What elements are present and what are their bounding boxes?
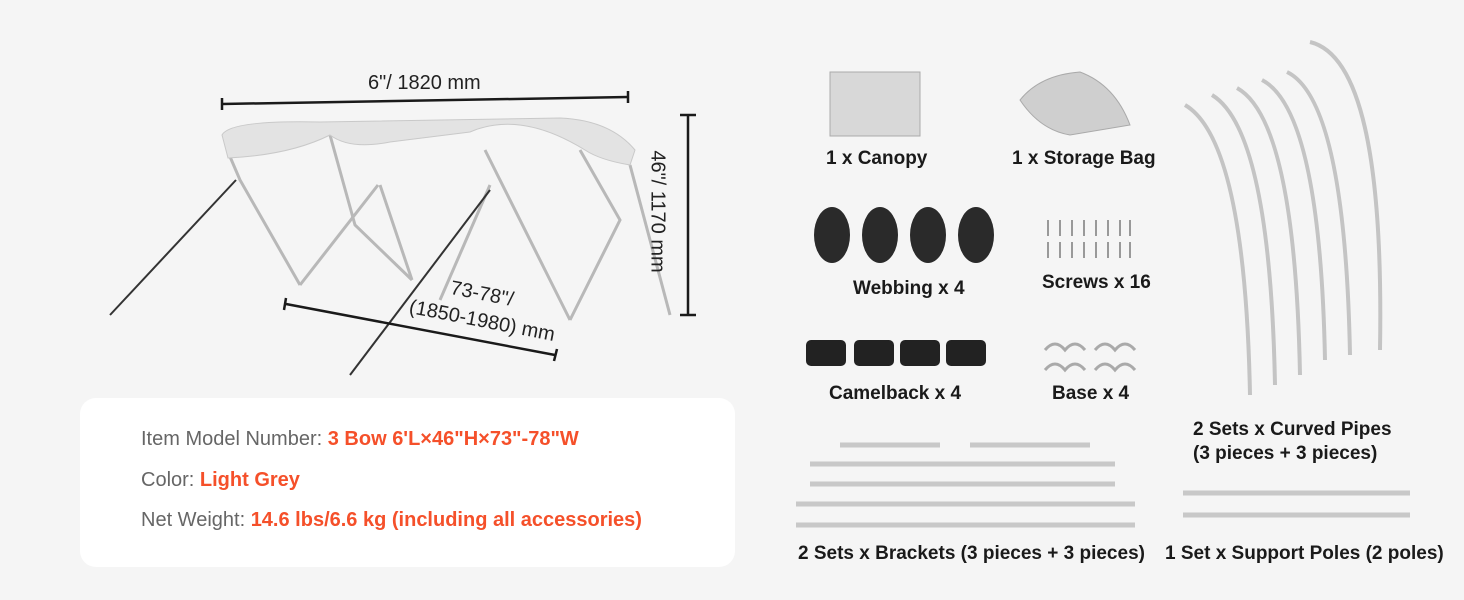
curved-pipes-label: 2 Sets x Curved Pipes xyxy=(1193,419,1392,440)
curved-pipes-sublabel: (3 pieces + 3 pieces) xyxy=(1193,443,1378,464)
spec-value: 14.6 lbs/6.6 kg (including all accessori… xyxy=(250,509,642,531)
spec-color: Color: Light Grey xyxy=(141,469,300,492)
base-label: Base x 4 xyxy=(1052,383,1130,404)
screws-label: Screws x 16 xyxy=(1042,272,1151,293)
storage-bag-label: 1 x Storage Bag xyxy=(1012,148,1156,169)
spec-value: 3 Bow 6'L×46"H×73"-78"W xyxy=(327,428,579,450)
spec-label: Item Model Number: xyxy=(141,428,328,450)
spec-model: Item Model Number: 3 Bow 6'L×46"H×73"-78… xyxy=(141,428,579,451)
camelback-label: Camelback x 4 xyxy=(829,383,962,404)
spec-value: Light Grey xyxy=(199,469,300,491)
spec-label: Net Weight: xyxy=(141,509,251,531)
webbing-label: Webbing x 4 xyxy=(853,278,965,299)
height-dimension: 46"/ 1170 mm xyxy=(646,150,669,273)
brackets-label: 2 Sets x Brackets (3 pieces + 3 pieces) xyxy=(798,543,1145,564)
support-poles-label: 1 Set x Support Poles (2 poles) xyxy=(1165,543,1444,564)
canopy-label: 1 x Canopy xyxy=(826,148,928,169)
spec-card: Item Model Number: 3 Bow 6'L×46"H×73"-78… xyxy=(80,398,735,567)
spec-label: Color: xyxy=(141,469,200,491)
length-dimension: 6"/ 1820 mm xyxy=(368,72,481,94)
spec-weight: Net Weight: 14.6 lbs/6.6 kg (including a… xyxy=(141,509,642,532)
